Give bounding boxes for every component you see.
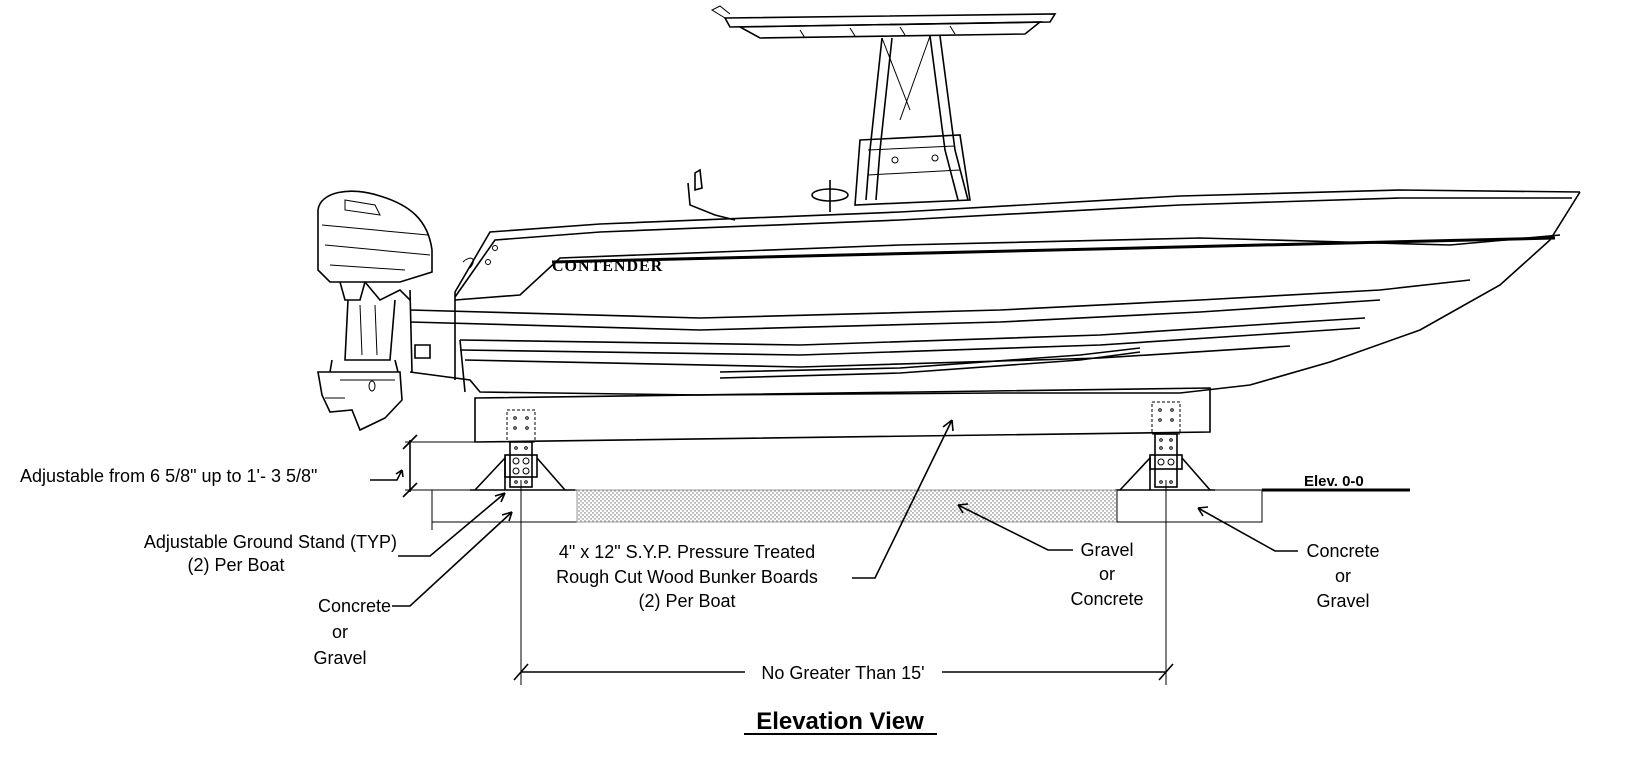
leader-lines: [392, 419, 1298, 607]
right-base-alt-label: Gravel: [1316, 591, 1369, 611]
bunker-board-label: 4" x 12" S.Y.P. Pressure Treated: [559, 542, 815, 562]
ground-stand-count-label: (2) Per Boat: [187, 555, 284, 575]
ground-section: [431, 488, 1410, 530]
right-ground-stand-icon: [1115, 401, 1215, 491]
outboard-motor-icon: [317, 190, 433, 432]
drawing-title: Elevation View: [756, 708, 924, 735]
center-fill-or-label: or: [1099, 564, 1115, 584]
left-base-or-label: or: [332, 622, 348, 642]
left-base-label: Concrete: [318, 596, 391, 616]
bunker-board-type-label: Rough Cut Wood Bunker Boards: [556, 567, 818, 587]
center-fill-label: Gravel: [1080, 540, 1133, 560]
adjustable-dimension: [370, 434, 505, 498]
left-ground-stand-icon: [470, 409, 575, 491]
right-base-label: Concrete: [1306, 541, 1379, 561]
left-base-alt-label: Gravel: [313, 648, 366, 668]
adjustable-range-label: Adjustable from 6 5/8" up to 1'- 3 5/8": [20, 466, 317, 486]
boat-hull-icon: [409, 189, 1581, 396]
hull-brand-text: CONTENDER: [552, 258, 663, 275]
bunker-board-count-label: (2) Per Boat: [638, 591, 735, 611]
right-base-or-label: or: [1335, 566, 1351, 586]
center-fill-alt-label: Concrete: [1070, 589, 1143, 609]
t-top-icon: [687, 5, 1057, 221]
elevation-label: Elev. 0-0: [1304, 473, 1364, 490]
spacing-dimension: [513, 480, 1174, 685]
bunker-board: [474, 387, 1211, 443]
max-spacing-label: No Greater Than 15': [761, 663, 924, 683]
ground-stand-label: Adjustable Ground Stand (TYP): [144, 532, 397, 552]
